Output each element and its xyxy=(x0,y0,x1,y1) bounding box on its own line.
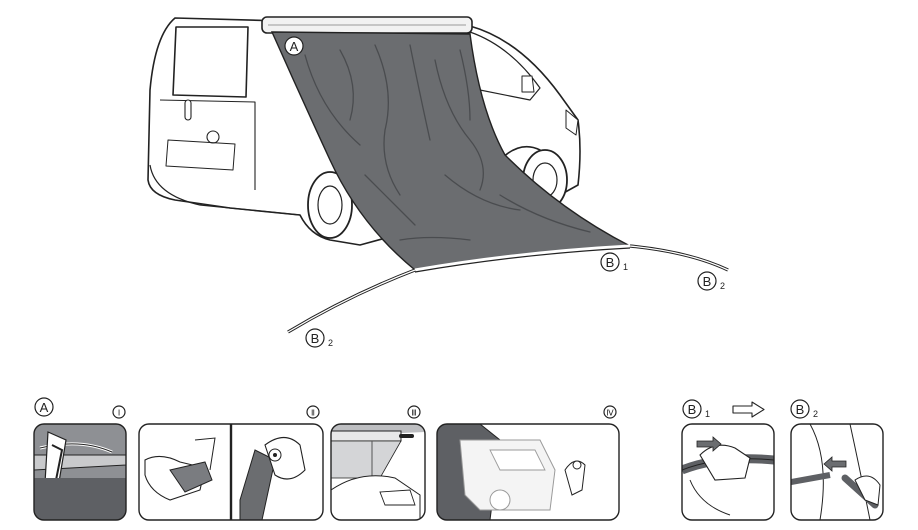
svg-text:A: A xyxy=(290,39,299,54)
step-2-badge: Ⅱ xyxy=(306,405,320,419)
main-illustration: A B 1 B 2 B 2 xyxy=(147,16,729,348)
svg-text:Ⅲ: Ⅲ xyxy=(411,409,417,418)
label-b2: B 2 xyxy=(790,399,818,419)
svg-text:1: 1 xyxy=(623,262,628,272)
svg-text:2: 2 xyxy=(720,281,725,291)
step-4-badge: Ⅳ xyxy=(603,405,617,419)
detail-panels: A Ⅰ Ⅱ xyxy=(33,397,884,521)
svg-text:Ⅳ: Ⅳ xyxy=(606,409,614,418)
arrow-right-outline-icon xyxy=(732,401,765,418)
cord-left xyxy=(287,268,416,334)
label-awning-rail: A xyxy=(284,36,304,56)
awning-rail xyxy=(261,16,473,34)
svg-text:B: B xyxy=(688,402,697,417)
label-cord-right: B 2 xyxy=(697,271,725,291)
svg-text:2: 2 xyxy=(328,338,333,348)
svg-text:2: 2 xyxy=(813,409,818,419)
svg-text:A: A xyxy=(40,400,49,415)
svg-text:B: B xyxy=(796,402,805,417)
b1-panel xyxy=(681,423,775,521)
svg-text:Ⅰ: Ⅰ xyxy=(118,409,120,418)
label-cord-front: B 1 xyxy=(600,252,628,272)
step-1-panel xyxy=(33,423,127,521)
svg-text:1: 1 xyxy=(705,409,710,419)
b2-panel xyxy=(790,423,884,521)
step-1-badge: Ⅰ xyxy=(112,405,126,419)
label-cord-left: B 2 xyxy=(305,328,333,348)
svg-text:B: B xyxy=(311,331,320,346)
step-3-badge: Ⅲ xyxy=(407,405,421,419)
step-2-panel xyxy=(138,423,324,521)
label-group-a: A xyxy=(34,397,54,417)
label-b1: B 1 xyxy=(682,399,710,419)
awning-sail xyxy=(270,31,633,273)
step-3-panel xyxy=(330,423,426,521)
cord-right xyxy=(629,244,729,272)
svg-text:B: B xyxy=(606,255,615,270)
svg-text:Ⅱ: Ⅱ xyxy=(311,409,315,418)
step-4-panel xyxy=(436,423,620,521)
svg-text:B: B xyxy=(703,274,712,289)
